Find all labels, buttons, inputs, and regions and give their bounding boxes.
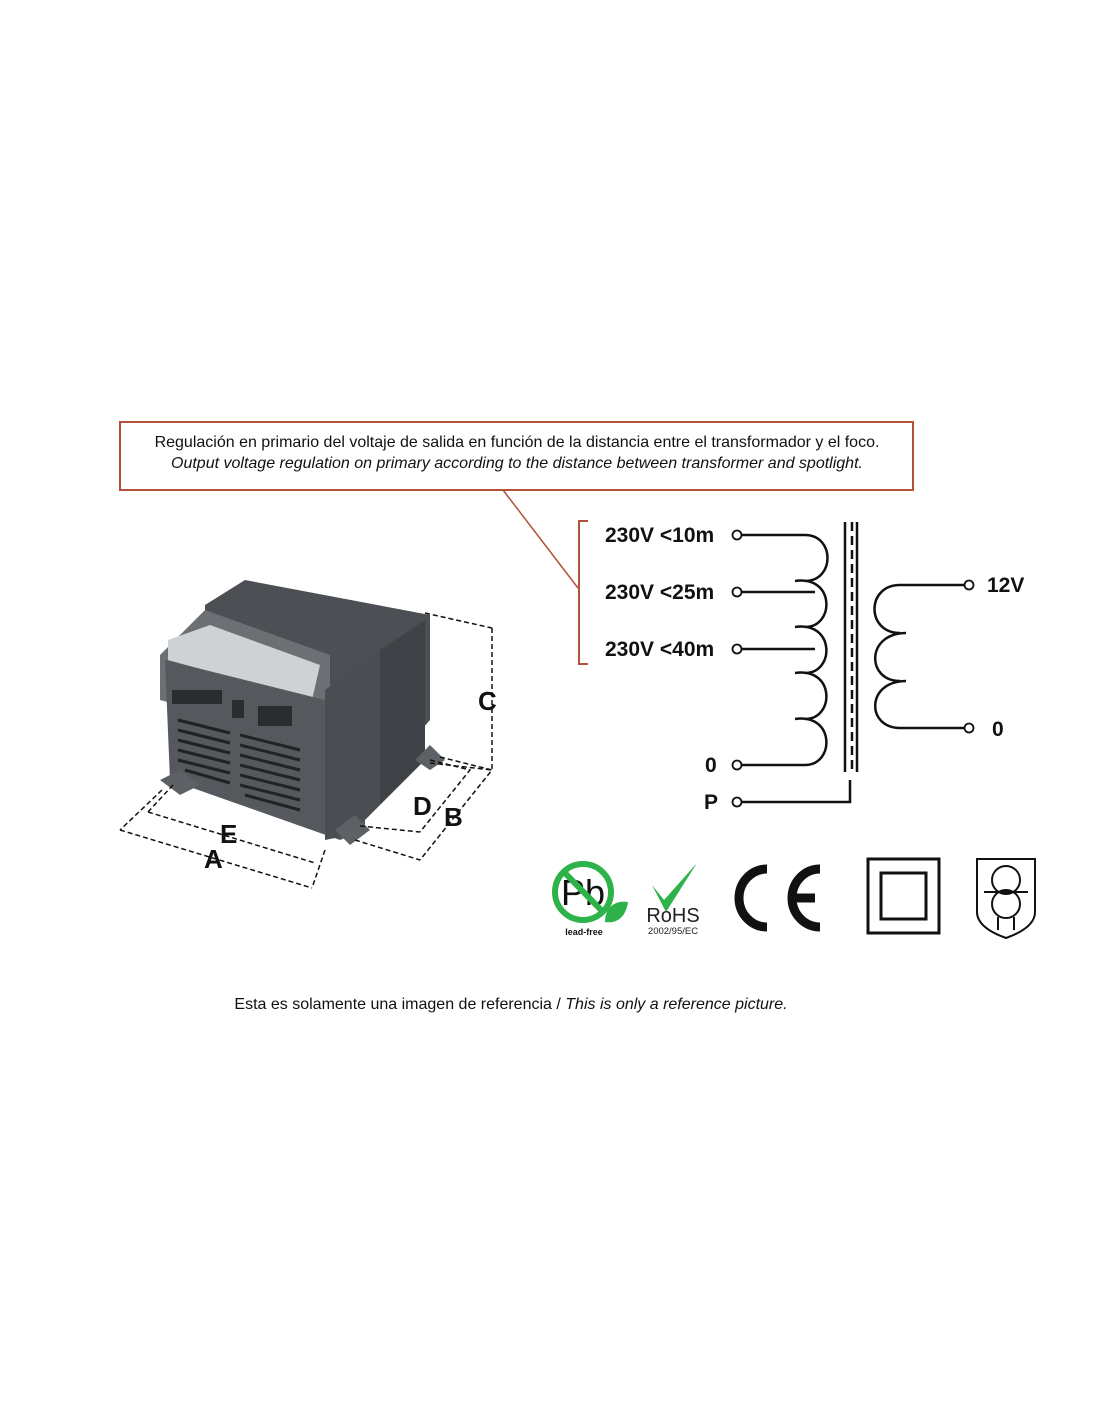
callout-text-en: Output voltage regulation on primary acc… bbox=[171, 455, 863, 472]
secondary-coil bbox=[873, 583, 964, 730]
double-insulation-icon bbox=[866, 857, 941, 935]
caption-es: Esta es solamente una imagen de referenc… bbox=[234, 996, 565, 1013]
rohs-icon: RoHS 2002/95/EC bbox=[646, 863, 700, 937]
lead-free-icon: Pb lead-free bbox=[552, 861, 628, 937]
secondary-12v-label: 12V bbox=[987, 574, 1024, 597]
reference-caption: Esta es solamente una imagen de referenc… bbox=[234, 996, 787, 1013]
wiring-schematic: 230V <10m 230V <25m 230V <40m 0 P 12V 0 bbox=[605, 522, 1024, 814]
caption-en: This is only a reference picture. bbox=[565, 996, 787, 1013]
dimension-lines bbox=[119, 612, 494, 889]
callout-pointer bbox=[502, 489, 579, 589]
tap-label-25m: 230V <25m bbox=[605, 581, 714, 604]
svg-text:lead-free: lead-free bbox=[565, 927, 603, 937]
terminal-icons bbox=[731, 529, 975, 808]
svg-text:RoHS: RoHS bbox=[646, 905, 699, 927]
dimension-e-label: E bbox=[220, 819, 237, 849]
protective-label: P bbox=[704, 791, 718, 814]
dimension-b-label: B bbox=[444, 802, 463, 832]
dimension-a-label: A bbox=[204, 844, 223, 874]
vent-slots bbox=[177, 718, 301, 812]
primary-coil bbox=[794, 533, 829, 767]
tap-label-10m: 230V <10m bbox=[605, 524, 714, 547]
tap-label-40m: 230V <40m bbox=[605, 638, 714, 661]
callout-text-es: Regulación en primario del voltaje de sa… bbox=[155, 434, 880, 451]
dimension-c-label: C bbox=[478, 686, 497, 716]
primary-zero-label: 0 bbox=[705, 754, 717, 777]
transformer-photo: C D B E A bbox=[119, 580, 497, 889]
safety-transformer-icon bbox=[976, 858, 1036, 940]
svg-text:2002/95/EC: 2002/95/EC bbox=[648, 926, 698, 937]
dimension-d-label: D bbox=[413, 791, 432, 821]
ce-mark-icon bbox=[734, 864, 821, 932]
callout-box: Regulación en primario del voltaje de sa… bbox=[119, 421, 914, 665]
secondary-zero-label: 0 bbox=[992, 718, 1004, 741]
tap-bracket bbox=[578, 520, 588, 665]
